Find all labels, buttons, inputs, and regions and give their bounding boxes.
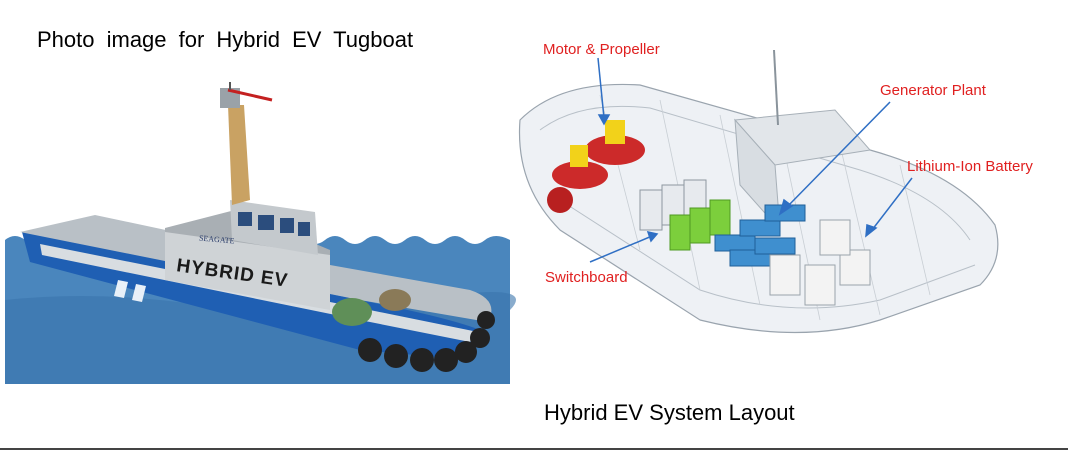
lithium-battery-racks — [769, 219, 871, 306]
tug-winch — [332, 298, 372, 326]
tug-mast — [228, 105, 250, 205]
battery-green-modules — [669, 199, 731, 251]
tug-fenders — [358, 311, 495, 372]
layout-caption: Hybrid EV System Layout — [544, 400, 795, 425]
callout-arrows — [589, 57, 913, 263]
generator-units — [714, 204, 806, 267]
photo-caption: Photo image for Hybrid EV Tugboat — [37, 27, 414, 52]
motor-propeller-units — [547, 120, 645, 213]
callout-generator-plant: Generator Plant — [880, 82, 986, 99]
callout-lithium-ion-battery: Lithium-Ion Battery — [907, 158, 1033, 175]
callout-switchboard: Switchboard — [545, 269, 628, 286]
callout-motor-propeller: Motor & Propeller — [543, 41, 660, 58]
bottom-divider — [0, 448, 1068, 450]
